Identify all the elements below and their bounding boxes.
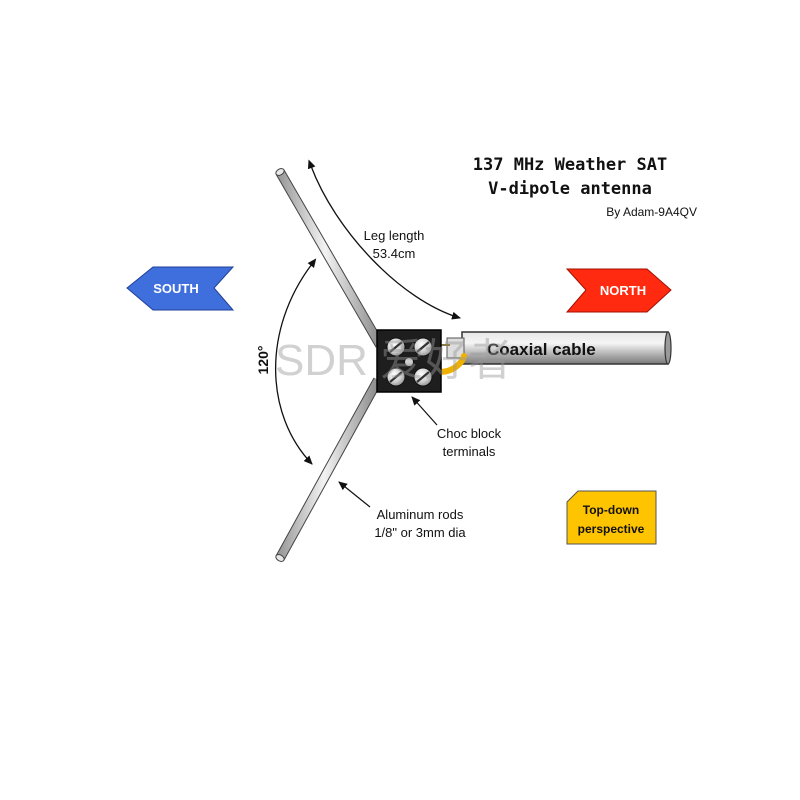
angle-arc bbox=[274, 258, 317, 465]
coaxial-cable-label: Coaxial cable bbox=[487, 340, 596, 359]
shield-wire bbox=[437, 353, 467, 375]
perspective-badge: Top-down perspective bbox=[566, 490, 657, 545]
center-hole-icon bbox=[404, 357, 414, 367]
coaxial-cable bbox=[438, 331, 672, 365]
rods-pointer bbox=[338, 481, 371, 508]
terminal-screw-icon bbox=[386, 337, 406, 357]
leg-length-arrow bbox=[307, 159, 461, 320]
north-arrow: NORTH bbox=[565, 268, 672, 313]
angle-label: 120° bbox=[255, 346, 271, 375]
perspective-label-line-1: Top-down bbox=[583, 503, 639, 517]
choc-block-terminal bbox=[376, 329, 442, 393]
perspective-label-line-2: perspective bbox=[578, 522, 645, 536]
terminal-screw-icon bbox=[413, 337, 433, 357]
choc-block-label-line-2: terminals bbox=[443, 444, 496, 459]
choc-block-pointer bbox=[411, 396, 438, 426]
upper-rod bbox=[275, 168, 385, 348]
choc-block-label-line-1: Choc block bbox=[437, 426, 502, 441]
author-credit: By Adam-9A4QV bbox=[606, 205, 697, 219]
south-arrow: SOUTH bbox=[126, 266, 235, 311]
title-line-2: V-dipole antenna bbox=[488, 179, 652, 199]
title-line-1: 137 MHz Weather SAT bbox=[473, 155, 667, 175]
rods-label-line-2: 1/8" or 3mm dia bbox=[374, 525, 466, 540]
south-label: SOUTH bbox=[153, 281, 199, 296]
terminal-screw-icon bbox=[413, 367, 433, 387]
leg-length-label: Leg length bbox=[364, 228, 425, 243]
rods-label-line-1: Aluminum rods bbox=[377, 507, 464, 522]
lower-rod bbox=[275, 377, 383, 562]
terminal-screw-icon bbox=[386, 367, 406, 387]
north-label: NORTH bbox=[600, 283, 646, 298]
watermark: SDR 爱好者 bbox=[275, 336, 512, 385]
leg-length-value: 53.4cm bbox=[373, 246, 416, 261]
